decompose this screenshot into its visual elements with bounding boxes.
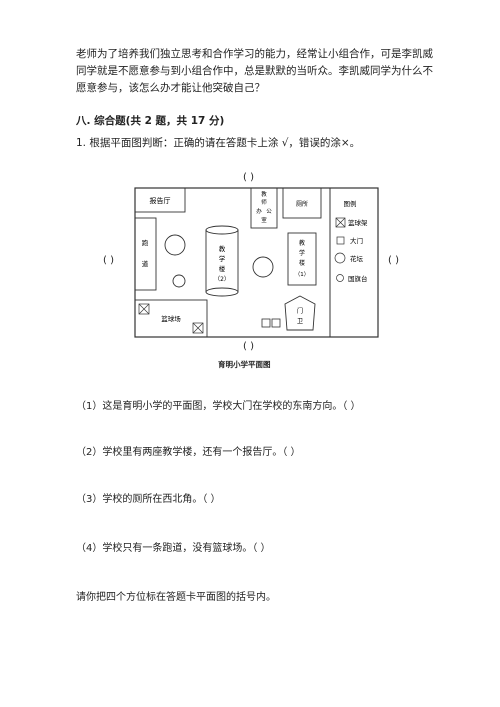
- flower-bed-1: [164, 234, 186, 256]
- teacher-office-label-2: 师: [261, 198, 267, 206]
- question-1: 1. 根据平面图判断：正确的请在答题卡上涂 √，错误的涂×。: [76, 137, 361, 149]
- statement-2: （2）学校里有两座教学楼，还有一个报告厅。（ ）: [76, 447, 301, 458]
- statement-4: （4）学校只有一条跑道，没有篮球场。（ ）: [76, 543, 271, 554]
- blank-east[interactable]: ( ): [388, 255, 399, 266]
- intro-paragraph: 老师为了培养我们独立思考和合作学习的能力，经常让小组合作，可是李凯威同学就是不愿…: [76, 48, 433, 94]
- building-1-label-4: （1）: [295, 271, 310, 278]
- blank-west[interactable]: ( ): [103, 255, 114, 266]
- flower-bed-2: [252, 256, 274, 278]
- basketball-court-label: 篮球场: [161, 314, 181, 323]
- legend-basketball-stand-icon: [335, 217, 346, 228]
- track-label-1: 跑: [142, 238, 149, 247]
- toilet-label: 厕所: [296, 200, 308, 208]
- legend-gate-icon: [336, 236, 345, 245]
- teacher-office-label-4: 公: [266, 209, 272, 215]
- legend-title: 图例: [344, 199, 357, 208]
- teacher-office-label-5: 室: [261, 216, 267, 224]
- building-2-box: [205, 229, 239, 293]
- teacher-office-label-1: 教: [261, 190, 267, 198]
- legend-item-4: 国旗台: [348, 274, 368, 283]
- final-instruction: 请你把四个方位标在答题卡平面图的括号内。: [76, 592, 276, 603]
- gate-pillar-1: [261, 318, 271, 328]
- building-2-label-4: （2）: [214, 276, 230, 283]
- teacher-office-box: [250, 187, 278, 229]
- guard-label-2: 卫: [297, 318, 303, 325]
- legend-item-2: 大门: [350, 236, 363, 245]
- blank-south[interactable]: ( ): [243, 341, 254, 352]
- legend-flower-bed-icon: [334, 252, 346, 264]
- building-2-label-1: 教: [219, 244, 226, 253]
- gate-pillar-2: [271, 318, 281, 328]
- legend-flag-platform-icon: [336, 274, 344, 282]
- guard-house: [284, 295, 316, 331]
- building-1-label-2: 学: [299, 249, 305, 257]
- flag-platform: [172, 274, 186, 288]
- report-hall-box: [134, 187, 186, 213]
- toilet-box: [282, 187, 322, 219]
- map-outline: [134, 187, 379, 338]
- building-1-label-1: 教: [299, 239, 305, 247]
- statement-1: （1）这是育明小学的平面图，学校大门在学校的东南方向。（ ）: [76, 401, 361, 412]
- building-2-label-3: 楼: [219, 264, 226, 273]
- section-title: 八. 综合题(共 2 题，共 17 分): [76, 115, 225, 127]
- basketball-court-box: [134, 299, 208, 338]
- building-1-label-3: 楼: [299, 259, 305, 267]
- building-2-label-2: 学: [219, 254, 226, 263]
- report-hall-label: 报告厅: [150, 196, 171, 205]
- statement-3: （3）学校的厕所在西北角。（ ）: [76, 494, 221, 505]
- track-label-2: 道: [142, 259, 149, 268]
- guard-label-1: 门: [297, 307, 303, 315]
- teacher-office-label-3: 办: [256, 207, 262, 215]
- legend-item-3: 花坛: [350, 254, 364, 263]
- track-box: [134, 217, 157, 291]
- map-caption: 育明小学平面图: [218, 360, 271, 369]
- building-1-box: [287, 232, 317, 286]
- blank-north[interactable]: ( ): [243, 172, 254, 183]
- legend-item-1: 篮球架: [348, 218, 368, 227]
